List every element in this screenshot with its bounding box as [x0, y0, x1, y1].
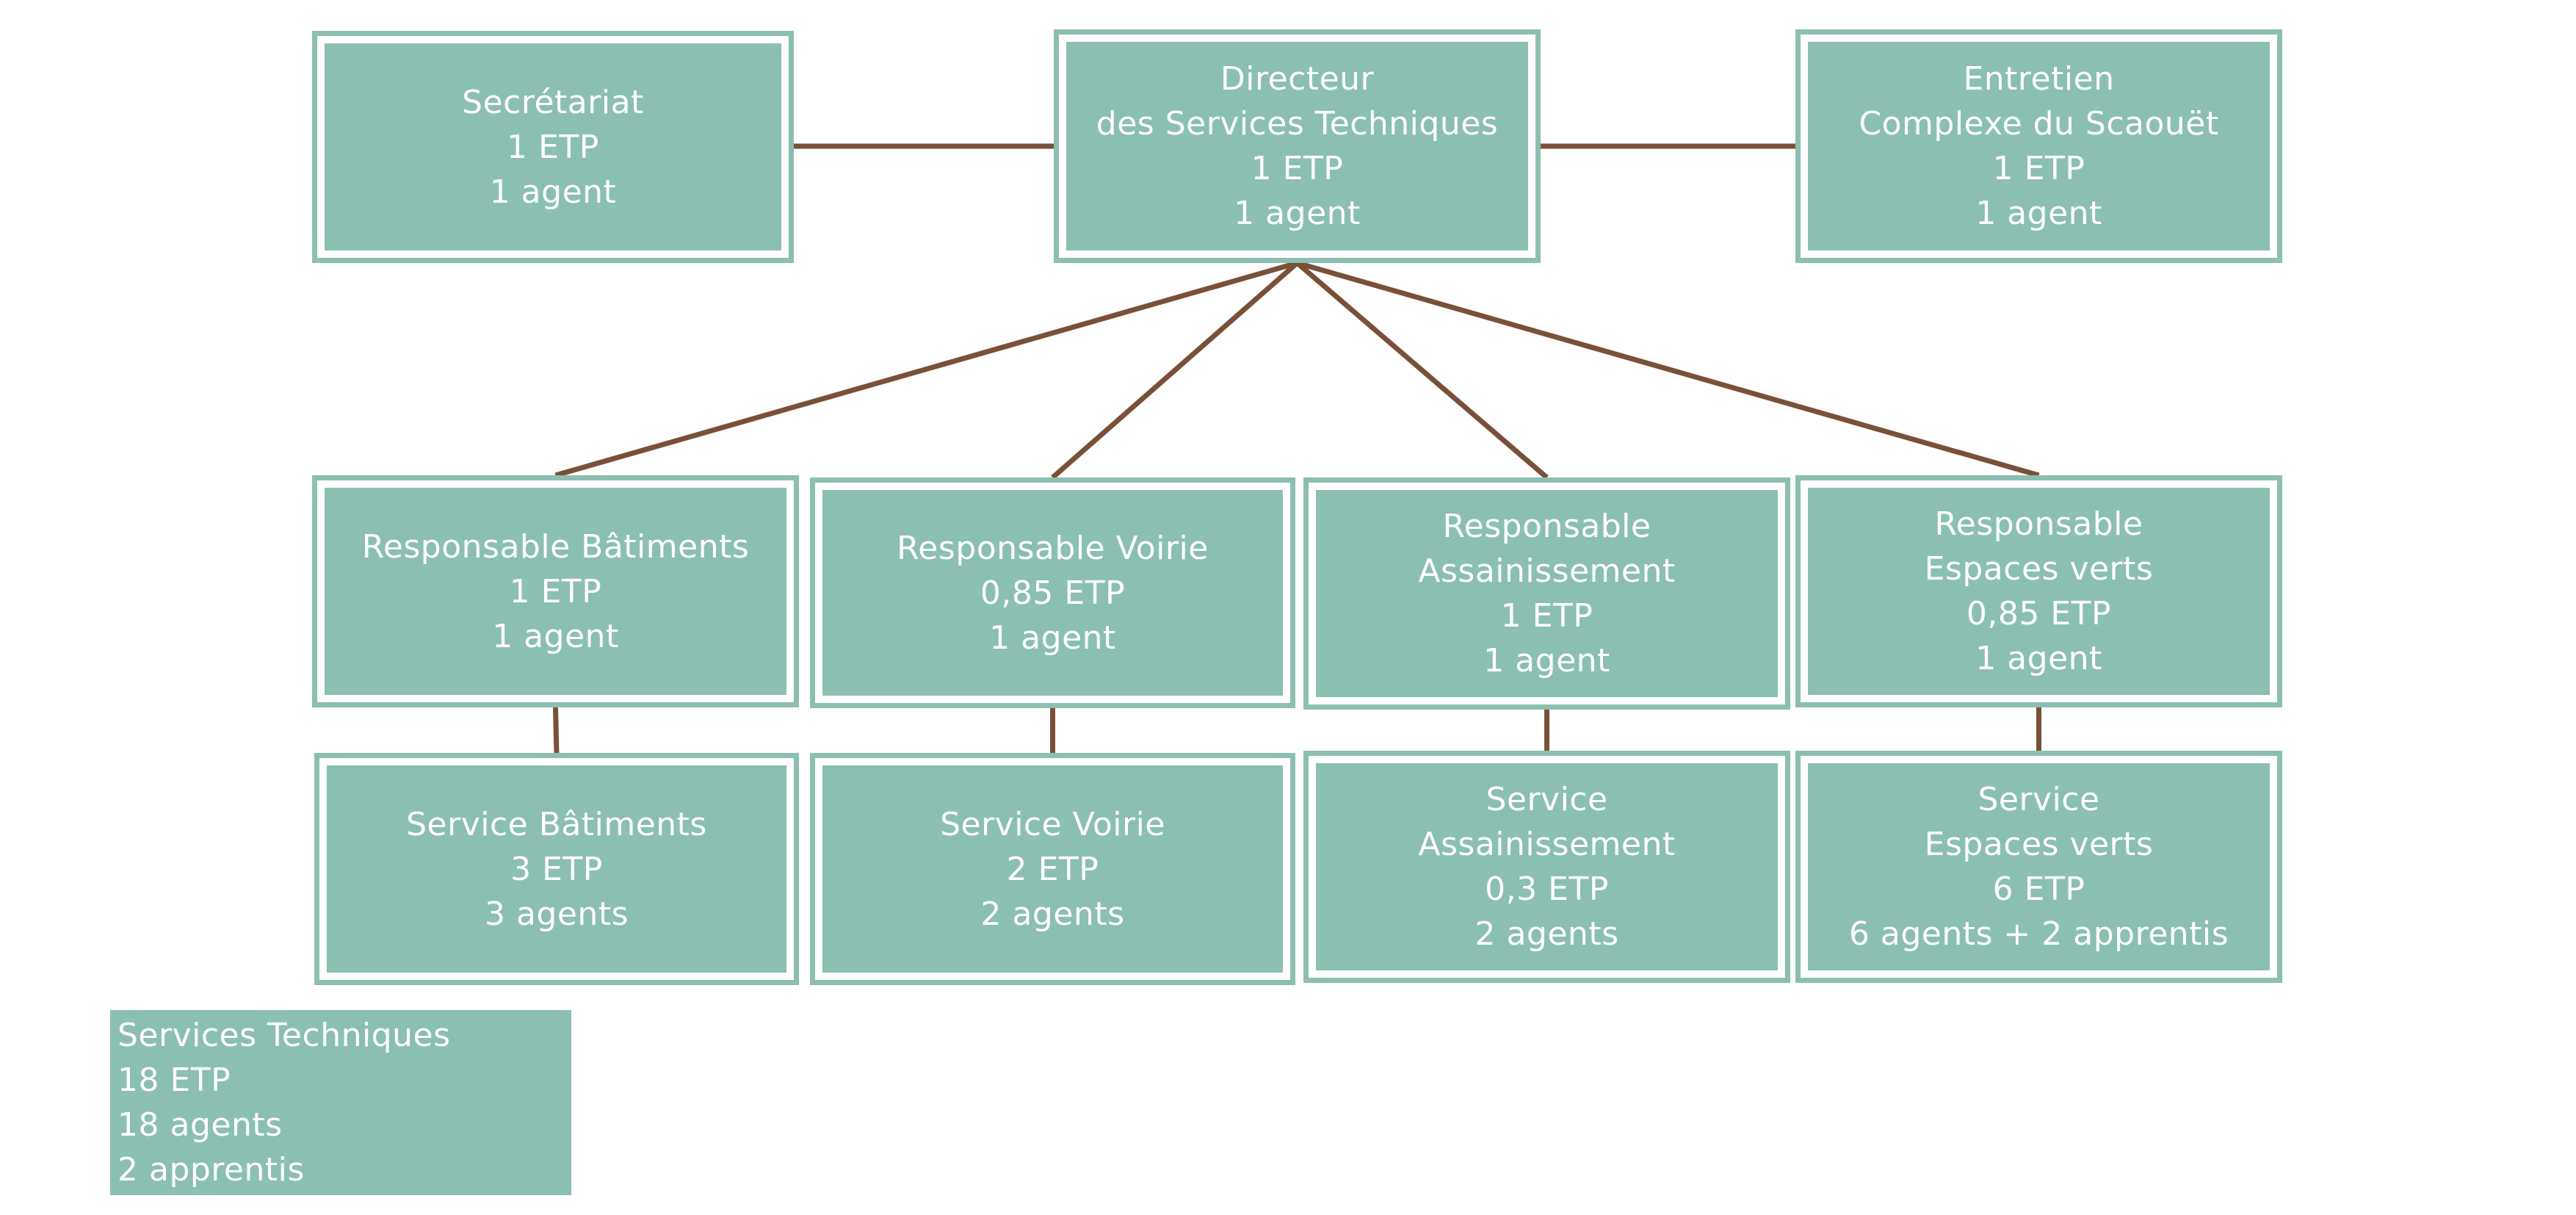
node-resp-voirie-line-1: Responsable Voirie — [897, 529, 1209, 567]
node-service-voirie-label: Service Voirie 2 ETP 2 agents — [822, 765, 1283, 973]
node-service-espaces-verts-line-1: Service — [1978, 781, 2100, 818]
node-resp-voirie-label: Responsable Voirie 0,85 ETP 1 agent — [822, 490, 1283, 696]
node-service-batiments-line-3: 3 agents — [484, 895, 629, 933]
node-service-assainissement: Service Assainissement 0,3 ETP 2 agents — [1303, 751, 1790, 983]
node-entretien-line-1: Entretien — [1963, 60, 2115, 98]
node-secretariat-line-2: 1 ETP — [507, 128, 599, 166]
node-service-batiments: Service Bâtiments 3 ETP 3 agents — [314, 753, 799, 985]
node-resp-espaces-verts-label: Responsable Espaces verts 0,85 ETP 1 age… — [1808, 488, 2270, 695]
node-entretien-label: Entretien Complexe du Scaouët 1 ETP 1 ag… — [1808, 42, 2270, 250]
node-service-voirie-line-2: 2 ETP — [1006, 850, 1099, 888]
node-resp-assainissement-label: Responsable Assainissement 1 ETP 1 agent — [1316, 490, 1778, 697]
connector-directeur-to-resp-voirie — [1051, 261, 1299, 480]
node-service-espaces-verts: Service Espaces verts 6 ETP 6 agents + 2… — [1795, 751, 2282, 983]
node-resp-batiments-line-2: 1 ETP — [509, 572, 602, 610]
connector-directeur-to-resp-assainissement — [1295, 261, 1549, 480]
connector-resp-batiments-to-service-batiments — [553, 707, 560, 754]
node-directeur-line-4: 1 agent — [1234, 195, 1361, 232]
node-resp-batiments-line-1: Responsable Bâtiments — [361, 527, 750, 566]
node-service-assainissement-line-4: 2 agents — [1475, 915, 1619, 953]
node-directeur-line-3: 1 ETP — [1251, 150, 1344, 187]
summary-line-3: 18 agents — [117, 1106, 283, 1144]
node-service-batiments-line-1: Service Bâtiments — [406, 805, 707, 843]
node-directeur-label: Directeur des Services Techniques 1 ETP … — [1066, 42, 1528, 250]
node-secretariat: Secrétariat 1 ETP 1 agent — [312, 31, 794, 263]
node-service-espaces-verts-line-4: 6 agents + 2 apprentis — [1848, 915, 2229, 953]
node-entretien-line-4: 1 agent — [1975, 195, 2102, 232]
node-resp-espaces-verts-line-2: Espaces verts — [1924, 550, 2154, 588]
node-resp-assainissement: Responsable Assainissement 1 ETP 1 agent — [1303, 477, 1790, 710]
node-resp-voirie-line-3: 1 agent — [989, 619, 1116, 657]
node-resp-batiments-label: Responsable Bâtiments 1 ETP 1 agent — [325, 488, 786, 695]
node-resp-espaces-verts-line-3: 0,85 ETP — [1966, 595, 2112, 632]
summary-line-1: Services Techniques — [117, 1017, 451, 1054]
node-service-espaces-verts-line-2: Espaces verts — [1924, 826, 2154, 863]
node-resp-assainissement-line-2: Assainissement — [1418, 552, 1676, 590]
node-service-voirie-line-1: Service Voirie — [940, 805, 1165, 843]
node-service-batiments-label: Service Bâtiments 3 ETP 3 agents — [327, 765, 786, 973]
node-entretien: Entretien Complexe du Scaouët 1 ETP 1 ag… — [1795, 29, 2282, 263]
node-service-assainissement-line-3: 0,3 ETP — [1485, 870, 1609, 908]
node-service-voirie-line-3: 2 agents — [980, 895, 1125, 933]
node-secretariat-label: Secrétariat 1 ETP 1 agent — [325, 43, 781, 250]
node-resp-assainissement-line-1: Responsable — [1442, 508, 1651, 545]
node-resp-espaces-verts-line-1: Responsable — [1934, 505, 2143, 543]
node-resp-espaces-verts: Responsable Espaces verts 0,85 ETP 1 age… — [1795, 475, 2282, 707]
node-directeur-line-2: des Services Techniques — [1096, 105, 1499, 143]
node-entretien-line-2: Complexe du Scaouët — [1859, 105, 2219, 143]
node-service-espaces-verts-label: Service Espaces verts 6 ETP 6 agents + 2… — [1808, 763, 2270, 970]
summary-line-4: 2 apprentis — [117, 1151, 305, 1189]
summary-box: Services Techniques 18 ETP 18 agents 2 a… — [110, 1010, 571, 1195]
connector-directeur-to-resp-espaces-verts — [1296, 260, 2040, 478]
node-service-assainissement-label: Service Assainissement 0,3 ETP 2 agents — [1316, 763, 1778, 970]
node-resp-assainissement-line-3: 1 ETP — [1500, 597, 1593, 635]
node-service-batiments-line-2: 3 ETP — [510, 850, 603, 888]
node-resp-assainissement-line-4: 1 agent — [1483, 642, 1610, 679]
node-resp-voirie-line-2: 0,85 ETP — [980, 574, 1126, 612]
node-resp-espaces-verts-line-4: 1 agent — [1975, 640, 2102, 677]
node-secretariat-line-3: 1 agent — [489, 173, 617, 211]
summary-line-2: 18 ETP — [117, 1061, 231, 1099]
connector-directeur-to-resp-batiments — [554, 260, 1298, 478]
node-directeur-line-1: Directeur — [1220, 60, 1375, 98]
node-entretien-line-3: 1 ETP — [1992, 150, 2085, 187]
node-service-assainissement-line-2: Assainissement — [1418, 826, 1676, 863]
node-service-assainissement-line-1: Service — [1486, 781, 1608, 818]
node-secretariat-line-1: Secrétariat — [462, 83, 644, 121]
node-resp-voirie: Responsable Voirie 0,85 ETP 1 agent — [810, 477, 1295, 708]
node-resp-batiments-line-3: 1 agent — [492, 617, 619, 655]
node-service-voirie: Service Voirie 2 ETP 2 agents — [810, 753, 1295, 985]
node-directeur: Directeur des Services Techniques 1 ETP … — [1054, 29, 1541, 263]
node-resp-batiments: Responsable Bâtiments 1 ETP 1 agent — [312, 475, 799, 707]
node-service-espaces-verts-line-3: 6 ETP — [1992, 870, 2085, 908]
